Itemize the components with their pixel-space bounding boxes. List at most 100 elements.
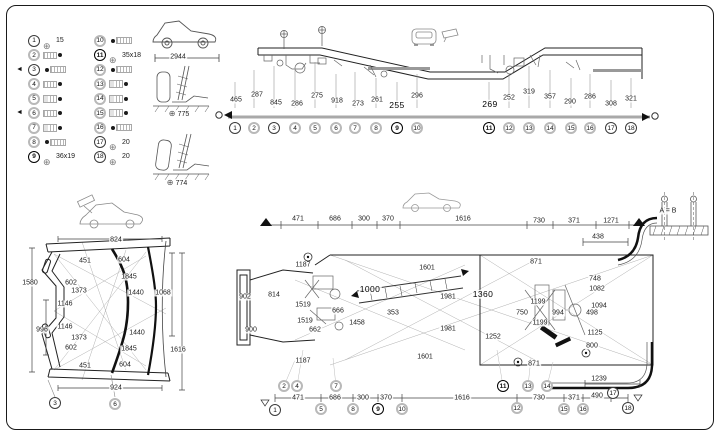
dim-label: 750 [515, 309, 529, 317]
point-marker: 8 [347, 403, 359, 415]
legend-row: 6 [28, 107, 67, 120]
cross-measure-lines [294, 254, 654, 366]
legend-point-number: 13 [94, 78, 106, 90]
legend-point-number: 8 [28, 136, 40, 148]
wheelbase-dim-line [154, 54, 220, 62]
dim-label: 871 [529, 258, 543, 266]
dim-label: 1519 [294, 301, 312, 309]
dim-label: 319 [522, 88, 536, 96]
point-marker: 1 [229, 122, 241, 134]
point-marker: 11 [497, 380, 509, 392]
dim-label: 1199 [531, 319, 549, 327]
legend-row: 1 15 [28, 34, 64, 47]
legend-point-number: 15 [94, 107, 106, 119]
dim-label: 1373 [70, 334, 88, 342]
point-marker: 8 [370, 122, 382, 134]
fastener-icon [109, 50, 119, 60]
dim-label: 1239 [590, 375, 608, 383]
point-marker: 3 [49, 397, 61, 409]
legend-point-number: 1 [28, 34, 40, 47]
underbody-profile-outline [257, 47, 643, 80]
dim-label: 994 [551, 309, 565, 317]
point-marker: 4 [289, 122, 301, 134]
dim-label: 1373 [70, 287, 88, 295]
arrow-left-icon [16, 66, 23, 73]
point-marker: 3 [268, 122, 280, 134]
legend-row: 4 [28, 78, 67, 91]
target-markers [303, 252, 591, 367]
point-marker: 16 [577, 403, 589, 415]
dim-label: 1094 [590, 302, 608, 310]
dim-label: 1000 [358, 283, 382, 294]
legend-point-number: 12 [94, 63, 106, 76]
legend-row: 10 [94, 34, 135, 47]
side-profile-drawing [215, 26, 659, 121]
legend-size-label: 20 [122, 138, 130, 146]
legend-row: 8 [28, 136, 69, 149]
point-marker: 5 [309, 122, 321, 134]
fastener-icon [43, 109, 62, 117]
dim-label: 924 [109, 384, 123, 392]
rear-height-dim: 774 [165, 179, 189, 187]
dim-label: 287 [250, 91, 264, 99]
fastener-icon [109, 109, 128, 117]
legend-point-number: 16 [94, 121, 106, 134]
dim-label: 371 [567, 217, 581, 225]
fastener-icon [43, 80, 62, 88]
dim-label: 1616 [169, 346, 187, 354]
dim-label: 1199 [529, 298, 547, 306]
dim-label: 498 [585, 309, 599, 317]
arrow-left-icon [16, 109, 23, 116]
point-marker: 15 [558, 403, 570, 415]
dim-label: 296 [410, 92, 424, 100]
front-view-drawing [29, 194, 185, 398]
car-side-icon [152, 20, 217, 49]
dim-label: 451 [78, 257, 92, 265]
point-marker: 13 [522, 380, 534, 392]
dim-label: 286 [583, 93, 597, 101]
plan-view-drawing [236, 192, 658, 407]
legend-point-number: 9 [28, 150, 40, 163]
dim-label: 1082 [588, 285, 606, 293]
page-border [6, 5, 714, 430]
point-marker: 10 [396, 403, 408, 415]
legend-point-number: 3 [28, 63, 40, 76]
right-datum-marker [642, 112, 659, 121]
point-marker: 18 [622, 402, 634, 414]
rear-quarter-contour [617, 216, 658, 262]
legend-point-number: 7 [28, 121, 40, 134]
car-open-hood-icon [76, 194, 143, 229]
dim-label: 357 [543, 93, 557, 101]
fastener-icon [43, 94, 62, 103]
fastener-icon [111, 124, 132, 131]
dim-label: 1601 [416, 353, 434, 361]
legend-row: 14 [94, 92, 133, 105]
fastener-icon [109, 152, 119, 162]
dim-label: 1125 [586, 329, 604, 337]
legend-size-label: 36x19 [56, 153, 76, 160]
floorpan-outline [236, 254, 654, 366]
fixture-note: A = B [658, 207, 678, 215]
wheelbase-dim: 2944 [169, 53, 187, 61]
dim-label: 1187 [294, 357, 312, 365]
dim-label: 1580 [21, 279, 39, 287]
legend-size-label: 35x18 [122, 51, 142, 59]
dim-label: 845 [269, 99, 283, 107]
legend-size-label: 15 [56, 37, 64, 44]
point-marker: 2 [248, 122, 260, 134]
dim-label: 1271 [602, 217, 620, 225]
arch-contour [146, 246, 158, 376]
point-marker: 4 [291, 380, 303, 392]
point-marker: 14 [544, 122, 556, 134]
legend-row: 7 [28, 121, 67, 134]
point-marker: 12 [503, 122, 515, 134]
dim-label: 438 [591, 233, 605, 241]
point-marker: 16 [584, 122, 596, 134]
dim-label: 371 [567, 394, 581, 402]
dim-label: 1981 [439, 293, 457, 301]
dim-label: 353 [386, 309, 400, 317]
dim-label: 471 [291, 394, 305, 402]
dim-label: 370 [379, 394, 393, 402]
dim-label: 824 [109, 236, 123, 244]
